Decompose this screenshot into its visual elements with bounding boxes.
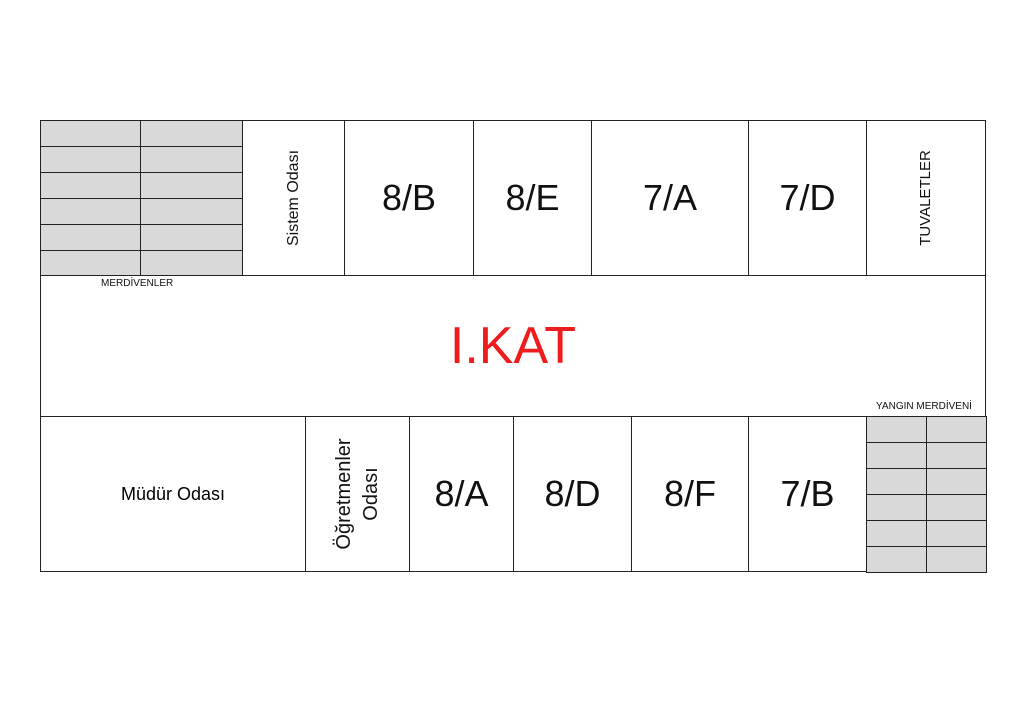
stair-step — [926, 442, 987, 469]
stair-step — [40, 224, 141, 251]
classroom-8f: 8/F — [631, 416, 749, 572]
classroom-label: 8/D — [544, 473, 601, 514]
classroom-7b: 7/B — [748, 416, 867, 572]
system-room: Sistem Odası — [242, 120, 345, 276]
teachers-room-label-line1: Öğretmenler — [332, 438, 355, 550]
stair-step — [866, 416, 927, 443]
stair-step — [866, 494, 927, 521]
stair-step — [40, 172, 141, 199]
stair-step — [926, 546, 987, 573]
principal-room: Müdür Odası — [40, 416, 306, 572]
fire-escape-label: YANGIN MERDİVENİ — [876, 401, 972, 412]
stair-step — [926, 520, 987, 547]
classroom-label: 8/E — [505, 177, 560, 218]
classroom-label: 8/B — [381, 177, 437, 218]
classroom-8b: 8/B — [344, 120, 474, 276]
classroom-label: 7/D — [779, 177, 836, 218]
classroom-7d: 7/D — [748, 120, 867, 276]
classroom-label: 8/F — [663, 473, 716, 514]
stair-step — [40, 198, 141, 225]
principal-room-label: Müdür Odası — [120, 483, 226, 504]
stair-step — [140, 146, 243, 173]
stair-step — [866, 546, 927, 573]
system-room-label: Sistem Odası — [284, 149, 302, 247]
stair-step — [40, 146, 141, 173]
classroom-label: 7/B — [780, 473, 835, 514]
floor-title: I.KAT — [449, 317, 577, 375]
stair-step — [926, 416, 987, 443]
toilets-label: TUVALETLER — [916, 150, 934, 246]
corridor: I.KAT — [40, 275, 986, 417]
stair-step — [40, 120, 141, 147]
stair-step — [866, 520, 927, 547]
stair-step — [140, 224, 243, 251]
classroom-8e: 8/E — [473, 120, 592, 276]
classroom-8d: 8/D — [513, 416, 632, 572]
stair-step — [926, 494, 987, 521]
stair-step — [866, 442, 927, 469]
stair-step — [140, 198, 243, 225]
stairs-label: MERDİVENLER — [101, 278, 174, 289]
stair-step — [926, 468, 987, 495]
classroom-8a: 8/A — [409, 416, 514, 572]
stair-step — [40, 250, 141, 276]
stair-step — [140, 250, 243, 276]
stair-step — [866, 468, 927, 495]
teachers-room-label-line2: Odası — [359, 467, 382, 521]
stair-step — [140, 172, 243, 199]
stair-step — [140, 120, 243, 147]
classroom-7a: 7/A — [591, 120, 749, 276]
classroom-label: 7/A — [642, 177, 698, 218]
toilets: TUVALETLER — [866, 120, 986, 276]
classroom-label: 8/A — [434, 473, 489, 514]
